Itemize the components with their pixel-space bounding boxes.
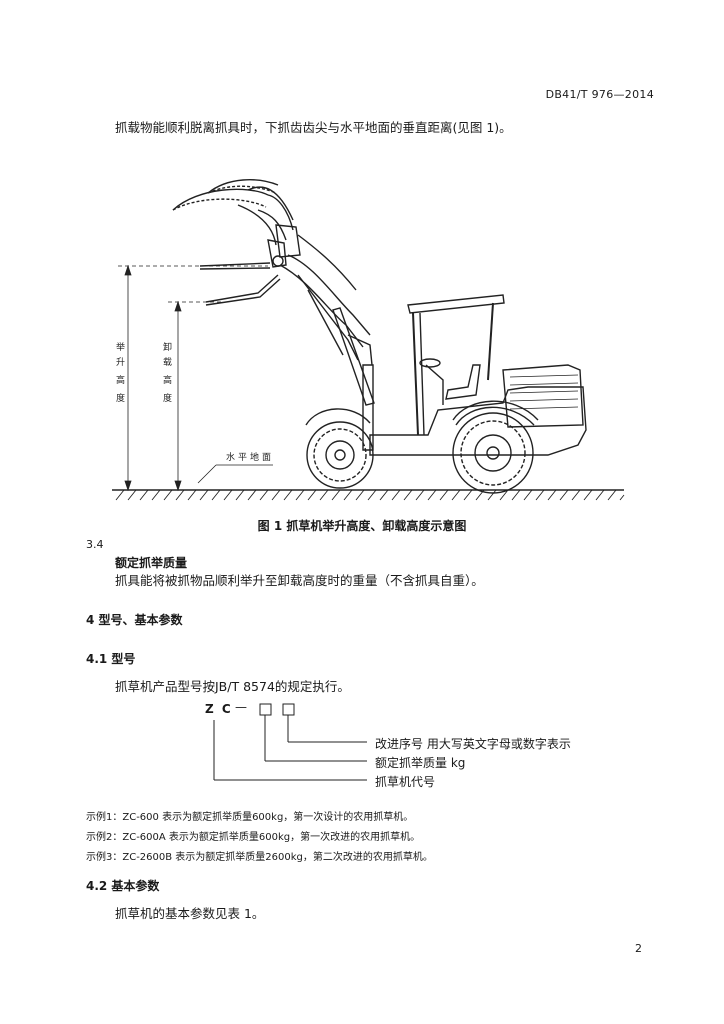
dump-height-char-3: 高 bbox=[163, 374, 172, 386]
model-prefix: Z C bbox=[205, 702, 233, 716]
seat bbox=[445, 364, 481, 400]
term-definition: 抓具能将被抓物品顺利举升至卸载高度时的重量（不含抓具自重）。 bbox=[115, 573, 484, 588]
mass-box bbox=[259, 703, 272, 716]
dump-height-dimension bbox=[168, 300, 223, 492]
section-number: 3.4 bbox=[86, 538, 104, 551]
model-code-diagram: Z C — 改进序号 用大写英文字母或数字表示 额定抓举质量 kg 抓草机代号 bbox=[205, 700, 625, 800]
upper-arm bbox=[247, 186, 294, 221]
upper-tine-1 bbox=[172, 188, 269, 211]
subsection-body-2: 抓草机的基本参数见表 1。 bbox=[115, 906, 265, 921]
ground-hatch bbox=[115, 489, 625, 501]
ground-label: 水平地面 bbox=[226, 451, 274, 463]
lift-height-char-3: 高 bbox=[116, 374, 125, 386]
lift-height-char-4: 度 bbox=[116, 392, 125, 404]
lift-height-char-2: 升 bbox=[116, 357, 125, 368]
upper-tine-2 bbox=[207, 179, 279, 194]
steering-wheel bbox=[419, 358, 441, 368]
hydraulic-cylinder bbox=[332, 307, 375, 406]
mass-label: 额定抓举质量 kg bbox=[375, 756, 466, 770]
dump-height-char-1: 卸 bbox=[163, 341, 172, 353]
figure-caption: 图 1 抓草机举升高度、卸载高度示意图 bbox=[257, 519, 467, 533]
model-dash: — bbox=[235, 700, 247, 714]
example-3: 示例3：ZC-2600B 表示为额定抓举质量2600kg，第二次改进的农用抓草机… bbox=[86, 852, 433, 863]
term-title: 额定抓举质量 bbox=[115, 556, 188, 570]
dump-height-char-4: 度 bbox=[163, 392, 172, 404]
example-2: 示例2：ZC-600A 表示为额定抓举质量600kg，第一次改进的农用抓草机。 bbox=[86, 832, 421, 843]
lift-height-dimension bbox=[118, 264, 268, 492]
subsection-heading: 4.1 型号 bbox=[86, 652, 136, 666]
boom-arm bbox=[287, 254, 371, 336]
front-wheel bbox=[306, 421, 374, 489]
lower-fork-1 bbox=[199, 262, 271, 267]
standard-number: DB41/T 976—2014 bbox=[545, 88, 654, 101]
code-label: 抓草机代号 bbox=[375, 775, 436, 789]
revision-box bbox=[282, 703, 295, 716]
intro-line: 抓载物能顺利脱离抓具时，下抓齿齿尖与水平地面的垂直距离(见图 1)。 bbox=[115, 120, 512, 135]
tractor-body bbox=[369, 386, 587, 456]
page-number: 2 bbox=[635, 942, 642, 955]
model-code-lines bbox=[213, 703, 367, 781]
dump-height-char-2: 载 bbox=[163, 356, 172, 368]
example-1: 示例1：ZC-600 表示为额定抓举质量600kg，第一次设计的农用抓草机。 bbox=[86, 812, 414, 823]
section-heading: 4 型号、基本参数 bbox=[86, 613, 183, 627]
engine-hood bbox=[502, 364, 584, 428]
loader-diagram: 举 升 高 度 卸 载 高 度 水平地面 bbox=[112, 179, 625, 501]
revision-label: 改进序号 用大写英文字母或数字表示 bbox=[375, 737, 571, 751]
subsection-body: 抓草机产品型号按JB/T 8574的规定执行。 bbox=[115, 679, 350, 694]
rear-wheel bbox=[452, 412, 534, 494]
canopy-roof bbox=[407, 294, 505, 314]
lift-height-char-1: 举 bbox=[116, 341, 125, 353]
subsection-heading-2: 4.2 基本参数 bbox=[86, 879, 160, 893]
figure-1: 举 升 高 度 卸 载 高 度 水平地面 bbox=[108, 165, 628, 510]
